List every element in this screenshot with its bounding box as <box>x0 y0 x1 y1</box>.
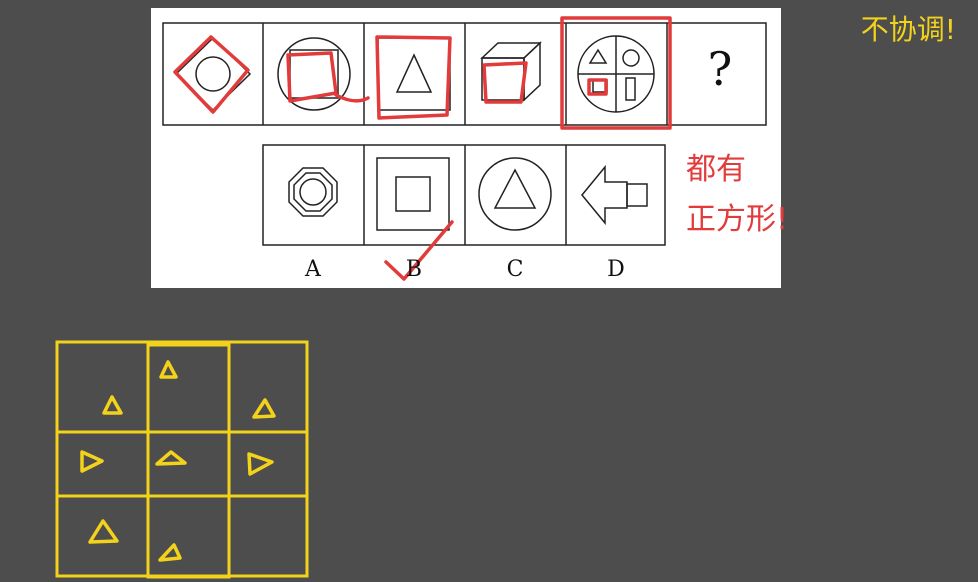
answer-check-icon <box>384 220 454 281</box>
red-diamond-highlight <box>173 35 250 114</box>
option-d-label[interactable]: D <box>607 257 625 282</box>
figure-4-cube <box>480 41 542 102</box>
red-square-highlight-2 <box>286 51 338 103</box>
figure-5-divided-circle <box>577 35 655 113</box>
triangle-mark <box>155 450 187 466</box>
option-a-figure[interactable] <box>288 167 338 217</box>
figure-1-diamond-circle <box>174 36 252 112</box>
yellow-grid-sketch <box>55 340 309 579</box>
option-d-figure[interactable] <box>581 164 648 226</box>
option-a-label[interactable]: A <box>305 257 321 282</box>
option-b-label[interactable]: B <box>405 257 423 282</box>
triangle-mark <box>252 398 276 419</box>
triangle-mark <box>159 360 178 379</box>
option-c-label[interactable]: C <box>506 257 524 282</box>
triangle-mark <box>102 395 123 415</box>
triangle-mark <box>88 519 119 544</box>
red-odd-cell-highlight <box>560 16 672 130</box>
triangle-mark <box>158 543 182 562</box>
option-c-figure[interactable] <box>478 157 552 231</box>
option-b-figure[interactable] <box>376 157 450 231</box>
red-small-square <box>587 78 608 96</box>
options-row <box>262 144 666 246</box>
unknown-figure-mark: ? <box>707 42 733 96</box>
question-row <box>162 22 767 126</box>
red-annotations <box>173 16 672 281</box>
triangle-mark <box>247 452 274 476</box>
triangle-mark <box>80 450 104 473</box>
options-row-frame <box>262 144 666 246</box>
figure-3-square-triangle <box>377 37 451 111</box>
side-note-line-2: 正方形! <box>686 202 789 237</box>
puzzle-panel <box>151 8 781 288</box>
side-note-line-1: 都有 <box>686 152 746 187</box>
red-square-highlight-3 <box>375 35 452 120</box>
top-right-note: 不协调! <box>860 13 956 46</box>
red-square-highlight-4 <box>482 61 528 104</box>
yellow-triangle-marks <box>80 360 276 562</box>
